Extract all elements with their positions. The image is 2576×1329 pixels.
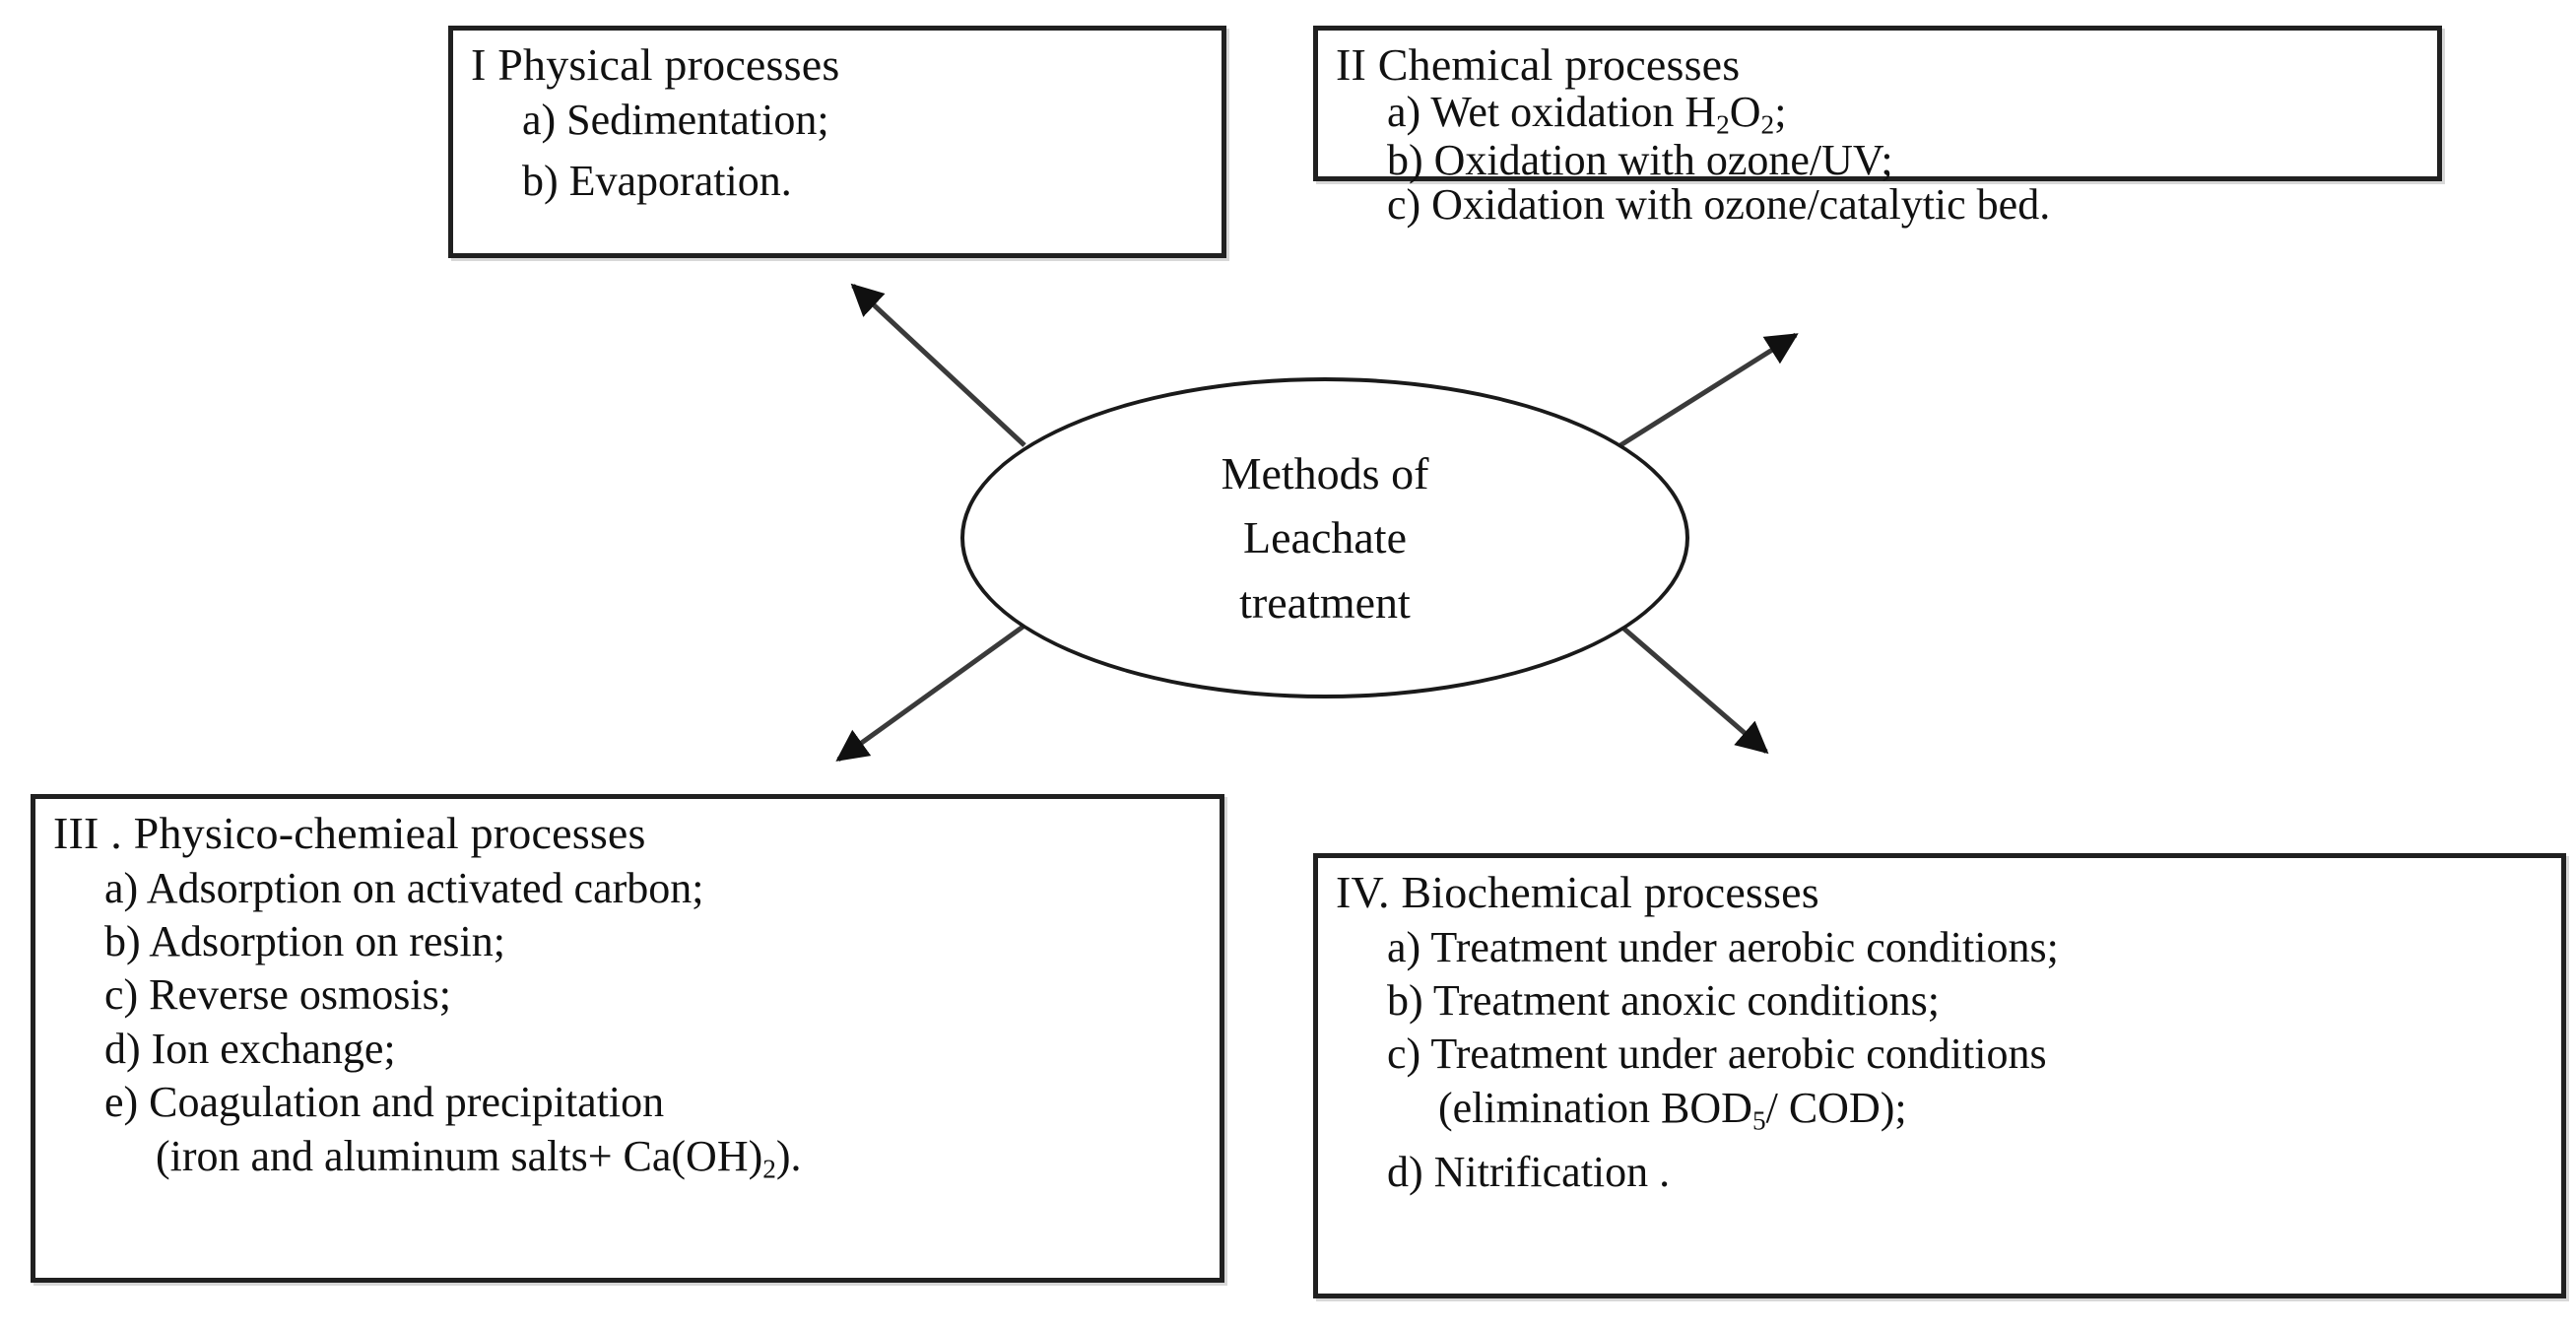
group-box-physico-chemical: III . Physico-chemieal processes a) Adso… xyxy=(31,794,1224,1283)
group-item-physchem-d: d) Ion exchange; xyxy=(104,1024,396,1073)
group-title-chemical: II Chemical processes xyxy=(1336,39,1741,90)
group-item-physchem-e-continued: (iron and aluminum salts+ Ca(OH)2). xyxy=(156,1131,802,1184)
group-box-chemical: II Chemical processes a) Wet oxidation H… xyxy=(1313,26,2442,227)
group-item-biochem-c: c) Treatment under aerobic conditions xyxy=(1387,1030,2047,1079)
center-label-line-3: treatment xyxy=(1239,576,1411,628)
group-item-physical-a: a) Sedimentation; xyxy=(522,95,829,144)
center-node-methods-of-leachate-treatment: Methods of Leachate treatment xyxy=(960,377,1689,698)
group-box-physical: I Physical processes a) Sedimentation; b… xyxy=(448,26,1226,258)
group-item-physchem-b: b) Adsorption on resin; xyxy=(104,916,505,965)
group-item-biochem-a: a) Treatment under aerobic conditions; xyxy=(1387,922,2059,971)
group-title-physico-chemical: III . Physico-chemieal processes xyxy=(53,808,646,858)
arrow-to-biochemical xyxy=(1618,624,1769,755)
group-item-physchem-a: a) Adsorption on activated carbon; xyxy=(104,863,704,912)
group-item-physical-b: b) Evaporation. xyxy=(522,156,792,205)
group-item-physchem-c: c) Reverse osmosis; xyxy=(104,970,451,1020)
group-item-chemical-c: c) Oxidation with ozone/catalytic bed. xyxy=(1387,179,2051,229)
center-label-line-2: Leachate xyxy=(1243,512,1407,564)
center-label-line-1: Methods of xyxy=(1221,448,1429,499)
group-item-biochem-b: b) Treatment anoxic conditions; xyxy=(1387,975,1940,1025)
group-item-biochem-d: d) Nitrification . xyxy=(1387,1148,1671,1197)
group-item-physchem-e: e) Coagulation and precipitation xyxy=(104,1078,665,1127)
arrow-to-physico-chemical xyxy=(835,623,1026,763)
group-box-biochemical: IV. Biochemical processes a) Treatment u… xyxy=(1313,853,2566,1298)
group-item-chemical-a: a) Wet oxidation H2O2; xyxy=(1387,87,1787,140)
group-title-biochemical: IV. Biochemical processes xyxy=(1336,867,1819,917)
arrow-to-chemical xyxy=(1618,332,1799,448)
group-item-biochem-c-continued: (elimination BOD5/ COD); xyxy=(1438,1083,1907,1136)
group-item-chemical-b: b) Oxidation with ozone/UV; xyxy=(1387,136,1893,185)
group-title-physical: I Physical processes xyxy=(471,39,840,90)
arrow-to-physical xyxy=(850,283,1026,447)
